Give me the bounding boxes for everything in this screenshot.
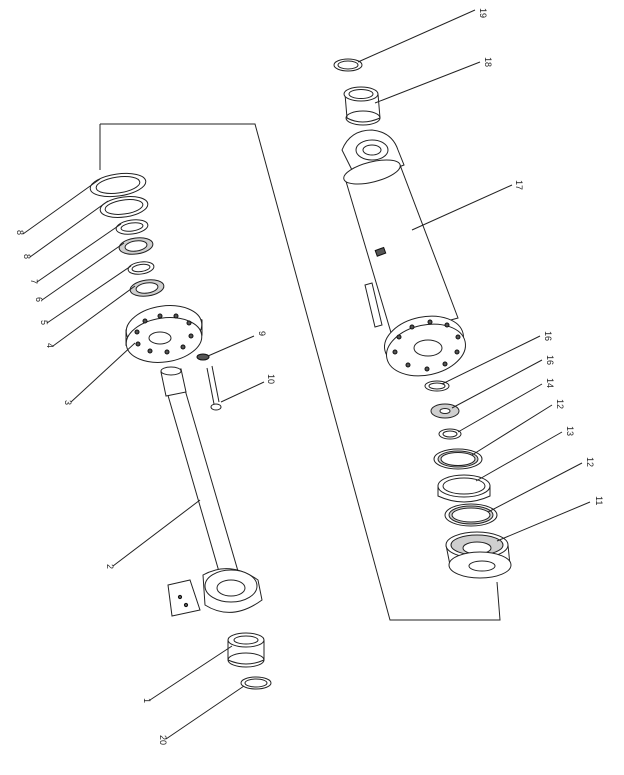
snap-ring-19 (333, 58, 363, 72)
callout-11: 11 (594, 496, 604, 505)
callout-5: 5 (39, 320, 49, 325)
callout-20: 20 (158, 735, 168, 745)
nut-9 (196, 353, 210, 361)
callout-12a: 12 (555, 399, 565, 409)
callout-16b: 16 (545, 355, 555, 365)
callout-14: 14 (545, 378, 555, 388)
callout-2: 2 (105, 564, 115, 569)
callout-4: 4 (45, 343, 55, 348)
seal-12b (444, 503, 498, 527)
seal-ring-4 (129, 279, 165, 297)
bushing-18 (343, 86, 381, 126)
callout-12b: 12 (585, 457, 595, 467)
seal-12a (433, 448, 483, 470)
callout-1: 1 (142, 698, 152, 703)
callout-18: 18 (483, 57, 493, 67)
cylinder-body-assembly (333, 58, 512, 579)
callout-6: 6 (34, 297, 44, 302)
bushing-1 (227, 632, 265, 668)
bolt-10 (206, 365, 222, 411)
callout-13: 13 (565, 426, 575, 436)
snap-ring-20 (240, 676, 272, 690)
piston-rod-2 (160, 366, 263, 617)
gland-flange-3 (125, 305, 203, 363)
callout-7: 7 (29, 279, 39, 284)
seal-ring-5 (127, 261, 155, 275)
callout-8b: 8 (22, 254, 32, 259)
callout-10: 10 (266, 374, 276, 384)
cylinder-tube-17 (341, 129, 466, 377)
piston-11 (445, 531, 512, 579)
assembly-frame (99, 123, 501, 621)
seal-ring-8a (89, 172, 147, 198)
leader-lines (22, 9, 591, 740)
wear-ring-13 (437, 474, 491, 503)
callout-16a: 16 (543, 331, 553, 341)
callout-19: 19 (478, 8, 488, 18)
callout-17: 17 (514, 180, 524, 190)
callout-labels: 19 18 17 16 16 14 12 13 12 11 9 10 8 8 7… (15, 8, 604, 745)
callout-3: 3 (63, 400, 73, 405)
ring-14 (438, 428, 462, 440)
seal-ring-7 (115, 219, 149, 235)
callout-9: 9 (257, 331, 267, 336)
seal-ring-8b (99, 196, 149, 218)
piston-rod-assembly (89, 172, 272, 690)
callout-8a: 8 (15, 230, 25, 235)
seal-ring-6 (118, 237, 154, 255)
